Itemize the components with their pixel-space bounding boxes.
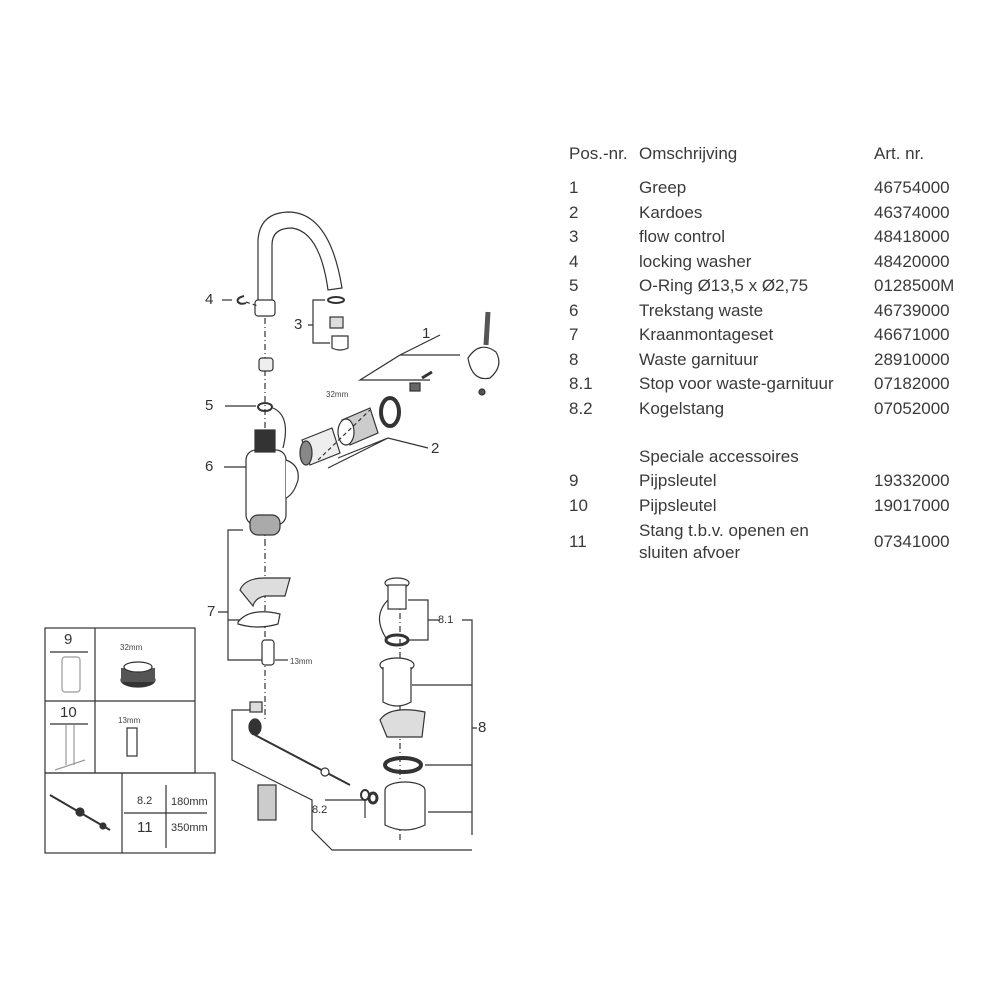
table-row-desc: Kogelstang <box>639 398 725 418</box>
callout-6: 6 <box>205 458 214 475</box>
table-row-art: 48418000 <box>874 227 950 246</box>
mounting-washer <box>237 611 281 628</box>
table-row-desc: Kardoes <box>639 202 703 222</box>
table-row-desc: Pijpsleutel <box>639 471 717 490</box>
faucet-body <box>245 449 287 526</box>
table-row-pos: 5 <box>569 276 579 295</box>
table-row-pos: 8.1 <box>569 374 593 393</box>
table-row-pos: 7 <box>569 325 579 344</box>
cartridge-nut <box>379 396 401 428</box>
table-row-art: 46754000 <box>874 178 950 197</box>
aerator <box>331 335 349 351</box>
table-row-desc: O-Ring Ø13,5 x Ø2,75 <box>639 276 809 295</box>
table-row-desc: Trekstang waste <box>639 300 764 320</box>
callout-8-2: 8.2 <box>312 804 328 816</box>
flow-control-insert <box>329 316 344 329</box>
table-row-desc-line1: Stang t.b.v. openen en <box>639 521 809 540</box>
callout-7: 7 <box>207 603 216 620</box>
table-row-desc: Stop voor waste-garnituur <box>639 374 834 393</box>
mounting-bolts <box>257 784 277 821</box>
spout <box>257 211 343 306</box>
table-row-desc-line2: sluiten afvoer <box>639 543 741 562</box>
inset-rod-length-1: 180mm <box>171 796 208 808</box>
table-row-pos: 4 <box>569 251 579 271</box>
o-ring <box>257 402 273 412</box>
sink-section <box>379 709 426 738</box>
callout-4: 4 <box>205 291 214 308</box>
inset-tool-10: 10 <box>60 704 77 721</box>
table-row-art: 46374000 <box>874 202 950 222</box>
ball-joint <box>320 767 330 777</box>
callout-2: 2 <box>431 440 440 457</box>
callout-8-1: 8.1 <box>438 614 454 626</box>
accessories-heading: Speciale accessoires <box>639 447 799 466</box>
table-row-desc: Greep <box>639 178 687 197</box>
waste-gasket <box>383 756 423 774</box>
table-row-art: 46739000 <box>874 300 950 320</box>
plug-seal <box>384 633 410 647</box>
table-row-art: 46671000 <box>874 325 950 344</box>
table-row-desc: flow control <box>639 227 725 246</box>
mounting-nut-13mm <box>261 639 275 666</box>
table-row-desc: Kraanmontageset <box>639 325 774 344</box>
table-row-art: 07052000 <box>874 398 950 418</box>
table-row-art: 28910000 <box>874 349 950 369</box>
table-row-desc: Waste garnituur <box>639 349 759 369</box>
header-article: Art. nr. <box>874 144 925 163</box>
callout-8: 8 <box>478 719 487 736</box>
table-row-pos: 1 <box>569 178 579 197</box>
inset-tool-10-size: 13mm <box>118 716 141 725</box>
pipe-wrench-10-icon <box>54 725 86 771</box>
flow-control-washer <box>327 296 345 304</box>
callout-1: 1 <box>422 325 431 342</box>
pipe-wrench-9-icon <box>61 656 81 693</box>
table-row-pos: 2 <box>569 202 579 222</box>
waste-body <box>382 667 412 707</box>
socket-13mm-icon <box>126 727 138 757</box>
table-row-art: 07341000 <box>874 532 950 551</box>
waste-outlet <box>384 790 426 831</box>
inset-rod-pos-1: 8.2 <box>137 795 153 807</box>
table-row-pos: 8.2 <box>569 398 593 418</box>
spout-nut <box>254 299 276 317</box>
table-row-desc: locking washer <box>639 251 752 271</box>
adapter-part <box>258 357 274 372</box>
inset-rod-pos-2: 11 <box>137 819 153 836</box>
table-row-art: 48420000 <box>874 251 950 271</box>
handle <box>467 346 500 380</box>
table-row-pos: 9 <box>569 471 579 490</box>
dimension-32mm: 32mm <box>326 390 349 399</box>
table-row-art: 19332000 <box>874 471 950 490</box>
table-row-pos: 11 <box>569 532 587 551</box>
header-pos: Pos.-nr. <box>569 144 628 163</box>
dimension-13mm: 13mm <box>290 657 313 666</box>
inset-tool-9: 9 <box>64 631 73 648</box>
table-row-desc: Pijpsleutel <box>639 496 717 515</box>
table-row-pos: 6 <box>569 300 579 320</box>
table-row-pos: 10 <box>569 496 588 515</box>
callout-5: 5 <box>205 397 214 414</box>
table-row-art: 0128500M <box>874 276 955 295</box>
mounting-bracket <box>239 577 291 608</box>
table-row-art: 19017000 <box>874 496 950 515</box>
inset-tool-9-size: 32mm <box>120 643 143 652</box>
locking-washer <box>236 295 247 305</box>
header-description: Omschrijving <box>639 144 738 163</box>
table-row-pos: 8 <box>569 349 579 369</box>
inset-rod-length-2: 350mm <box>171 822 208 834</box>
table-row-art: 07182000 <box>874 374 950 393</box>
callout-3: 3 <box>294 316 303 333</box>
table-row-pos: 3 <box>569 227 579 246</box>
